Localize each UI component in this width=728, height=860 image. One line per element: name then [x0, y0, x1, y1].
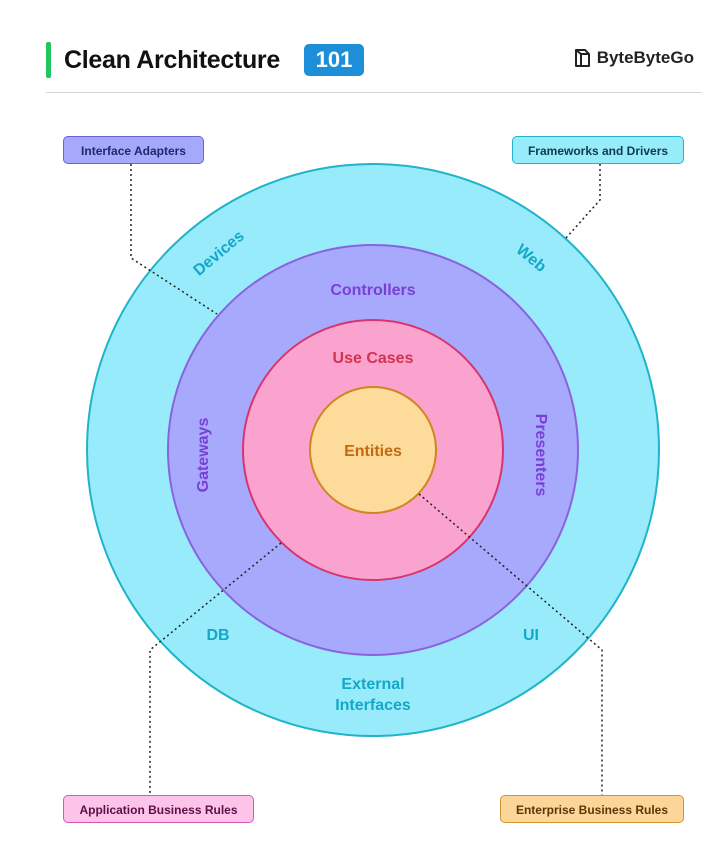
- frameworks-drivers-box: Frameworks and Drivers: [512, 136, 684, 164]
- brand-name: ByteByteGo: [596, 48, 694, 67]
- connector-application-rules: [149, 542, 282, 795]
- label-gateways: Gateways: [195, 418, 212, 493]
- label-ui: UI: [523, 627, 539, 644]
- connector-interface-adapters: [130, 164, 218, 315]
- label-presenters: Presenters: [532, 414, 549, 497]
- application-business-rules-box: Application Business Rules: [63, 795, 254, 823]
- header: Clean Architecture 101 ByteByteGo: [0, 0, 728, 96]
- connector-enterprise-rules: [418, 493, 603, 795]
- label-external-line2: Interfaces: [335, 697, 411, 714]
- label-external-line1: External: [341, 676, 404, 693]
- brand: ByteByteGo: [573, 48, 694, 68]
- enterprise-business-rules-box: Enterprise Business Rules: [500, 795, 684, 823]
- label-use-cases: Use Cases: [333, 350, 414, 367]
- label-entities: Entities: [344, 443, 402, 460]
- connector-frameworks-drivers: [565, 164, 601, 239]
- entities-core: [309, 386, 437, 514]
- brand-logo-icon: [574, 49, 590, 67]
- page-title: Clean Architecture: [64, 46, 280, 74]
- accent-bar: [46, 42, 51, 78]
- title-badge: 101: [304, 44, 364, 76]
- interface-adapters-box: Interface Adapters: [63, 136, 204, 164]
- label-db: DB: [206, 627, 229, 644]
- header-divider: [46, 92, 702, 93]
- label-controllers: Controllers: [330, 282, 415, 299]
